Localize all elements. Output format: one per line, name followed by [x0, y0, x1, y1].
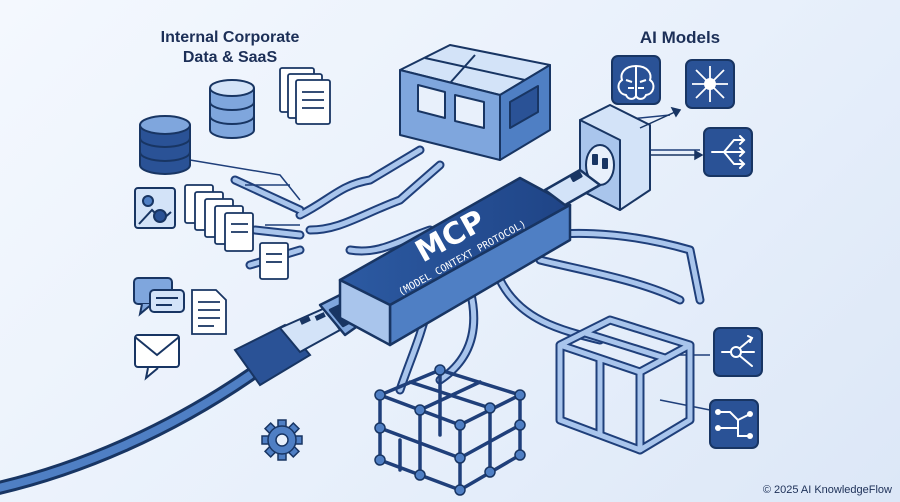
brain-icon: [611, 55, 661, 105]
mcp-device: [318, 168, 602, 347]
top-cube-frame: [399, 44, 551, 161]
heading-internal-data: Internal Corporate Data & SaaS: [140, 28, 320, 68]
heading-ai-models-text: AI Models: [639, 28, 721, 47]
image-file-icon: [134, 187, 176, 229]
branch-arrows-icon: [703, 127, 753, 177]
icon-leader-lines: [189, 114, 711, 411]
lattice-nodes: [374, 364, 526, 496]
usb-cable: [0, 306, 342, 495]
envelope-icon: [134, 334, 180, 381]
heading-ai-models: AI Models: [610, 28, 750, 48]
document-stack-icon: [184, 184, 289, 280]
heading-internal-data-text: Internal Corporate Data & SaaS: [160, 29, 300, 66]
wireframe-cube: [555, 315, 695, 455]
wall-socket: [579, 104, 651, 211]
copyright-text: © 2025 AI KnowledgeFlow: [762, 484, 892, 496]
circuit-icon: [709, 399, 759, 449]
lattice-cube: [375, 368, 525, 493]
branch-arrows-icon: [713, 327, 763, 377]
document-icon: [191, 289, 227, 335]
socket-output-arrows: [639, 106, 704, 161]
database-icon: [209, 79, 255, 139]
gear-icon: [261, 419, 303, 461]
database-icon: [139, 115, 191, 175]
neural-network-icon: [685, 59, 735, 109]
document-stack-icon: [279, 67, 331, 125]
chat-bubbles-icon: [133, 277, 185, 317]
